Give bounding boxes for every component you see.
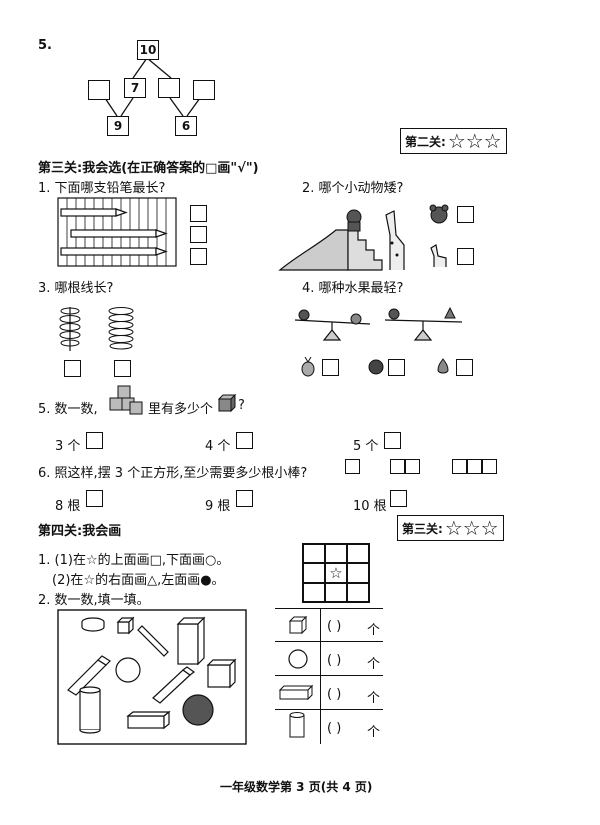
q3-5-option-b-label: 4 个 bbox=[205, 439, 231, 454]
count-blank-sphere[interactable]: ( ) bbox=[327, 653, 342, 668]
sphere-icon bbox=[288, 649, 308, 669]
cube-stack-icon bbox=[109, 385, 143, 415]
tree-far-right-box[interactable] bbox=[193, 80, 215, 100]
count-unit-sphere: 个 bbox=[367, 657, 381, 672]
q3-4-question: 4. 哪种水果最轻? bbox=[302, 281, 404, 296]
tree-lines bbox=[104, 57, 201, 117]
grid-cell[interactable] bbox=[325, 544, 347, 563]
count-blank-cuboid[interactable]: ( ) bbox=[327, 687, 342, 702]
slide-animals-illustration bbox=[278, 209, 405, 271]
giraffe-icon bbox=[430, 244, 447, 267]
q4-2-question: 2. 数一数,填一填。 bbox=[38, 593, 150, 608]
pineapple-icon bbox=[301, 356, 315, 377]
q3-5-option-a-checkbox[interactable] bbox=[86, 432, 103, 449]
three-squares-icon-c bbox=[482, 459, 497, 474]
q3-2-giraffe-checkbox[interactable] bbox=[457, 248, 474, 265]
q3-5-option-a-label: 3 个 bbox=[55, 439, 81, 454]
count-table: ( ) 个 ( ) 个 ( ) 个 ( ) 个 bbox=[275, 608, 383, 744]
q3-1-option-a-checkbox[interactable] bbox=[190, 205, 207, 222]
q3-6-option-c-label: 10 根 bbox=[353, 499, 387, 514]
q4-1-part2: (2)在☆的右面画△,左面画●。 bbox=[52, 573, 225, 588]
level2-badge-label: 第二关: bbox=[405, 134, 446, 149]
q3-6-question: 6. 照这样,摆 3 个正方形,至少需要多少根小棒? bbox=[38, 466, 308, 481]
q3-4-apple-checkbox[interactable] bbox=[388, 359, 405, 376]
pencils-illustration bbox=[57, 197, 177, 267]
q5-number: 5. bbox=[38, 38, 52, 53]
q3-3-option-a-checkbox[interactable] bbox=[64, 360, 81, 377]
level3-badge-label: 第三关: bbox=[402, 521, 443, 536]
tree-left-mid-box: 7 bbox=[124, 78, 146, 98]
section4-title: 第四关:我会画 bbox=[38, 524, 122, 539]
q3-5-option-b-checkbox[interactable] bbox=[236, 432, 253, 449]
bear-icon bbox=[429, 204, 449, 224]
level3-badge: 第三关: ☆☆☆ bbox=[397, 515, 504, 541]
q3-6-option-b-checkbox[interactable] bbox=[236, 490, 253, 507]
balance-scales-illustration bbox=[294, 306, 463, 341]
one-square-icon bbox=[345, 459, 360, 474]
q3-3-option-b-checkbox[interactable] bbox=[114, 360, 131, 377]
grid-cell[interactable] bbox=[347, 563, 369, 583]
q3-5-option-c-label: 5 个 bbox=[353, 439, 379, 454]
grid-cell[interactable] bbox=[325, 583, 347, 602]
pear-icon bbox=[437, 358, 449, 374]
single-cube-icon bbox=[217, 393, 237, 413]
grid-cell[interactable] bbox=[347, 544, 369, 563]
q3-5-prefix: 5. 数一数, bbox=[38, 402, 98, 417]
grid-cell[interactable] bbox=[303, 544, 325, 563]
two-squares-icon-b bbox=[405, 459, 420, 474]
q3-1-option-c-checkbox[interactable] bbox=[190, 248, 207, 265]
count-unit-cube: 个 bbox=[367, 623, 381, 638]
spool-b-icon bbox=[108, 307, 134, 350]
tree-bottom-right-box: 6 bbox=[175, 116, 197, 136]
q3-2-question: 2. 哪个小动物矮? bbox=[302, 181, 404, 196]
level2-badge: 第二关: ☆☆☆ bbox=[400, 128, 507, 154]
level2-stars-icon: ☆☆☆ bbox=[447, 129, 502, 153]
two-squares-icon-a bbox=[390, 459, 405, 474]
tree-far-left-box[interactable] bbox=[88, 80, 110, 100]
count-blank-cube[interactable]: ( ) bbox=[327, 619, 342, 634]
tree-top-box: 10 bbox=[137, 40, 159, 60]
q3-6-option-a-label: 8 根 bbox=[55, 499, 81, 514]
q4-1-part1: 1. (1)在☆的上面画□,下面画○。 bbox=[38, 553, 230, 568]
drawing-grid: ☆ bbox=[302, 543, 370, 603]
q3-1-question: 1. 下面哪支铅笔最长? bbox=[38, 181, 166, 196]
q3-6-option-c-checkbox[interactable] bbox=[390, 490, 407, 507]
q3-5-option-c-checkbox[interactable] bbox=[384, 432, 401, 449]
q3-5-end: ? bbox=[238, 398, 245, 413]
three-squares-icon-b bbox=[467, 459, 482, 474]
q3-6-option-b-label: 9 根 bbox=[205, 499, 231, 514]
q3-4-pear-checkbox[interactable] bbox=[456, 359, 473, 376]
grid-cell[interactable] bbox=[303, 563, 325, 583]
count-unit-cuboid: 个 bbox=[367, 691, 381, 706]
spool-a-icon bbox=[59, 307, 81, 351]
page-footer: 一年级数学第 3 页(共 4 页) bbox=[220, 780, 373, 794]
count-blank-cylinder[interactable]: ( ) bbox=[327, 721, 342, 736]
q3-3-question: 3. 哪根线长? bbox=[38, 281, 114, 296]
q3-1-option-b-checkbox[interactable] bbox=[190, 226, 207, 243]
three-squares-icon-a bbox=[452, 459, 467, 474]
level3-stars-icon: ☆☆☆ bbox=[444, 516, 499, 540]
cylinder-icon bbox=[289, 712, 305, 738]
q3-6-option-a-checkbox[interactable] bbox=[86, 490, 103, 507]
count-unit-cylinder: 个 bbox=[367, 725, 381, 740]
section3-title: 第三关:我会选(在正确答案的□画"√") bbox=[38, 161, 259, 176]
q3-4-pineapple-checkbox[interactable] bbox=[322, 359, 339, 376]
tree-right-mid-box[interactable] bbox=[158, 78, 180, 98]
tree-bottom-left-box: 9 bbox=[107, 116, 129, 136]
grid-cell[interactable] bbox=[347, 583, 369, 602]
solid-shapes-picture bbox=[57, 609, 247, 745]
q3-5-suffix: 里有多少个 bbox=[148, 402, 214, 417]
cuboid-icon bbox=[278, 684, 314, 701]
apple-icon bbox=[368, 359, 384, 375]
q3-2-bear-checkbox[interactable] bbox=[457, 206, 474, 223]
cube-icon bbox=[288, 615, 308, 635]
grid-cell[interactable] bbox=[303, 583, 325, 602]
star-icon: ☆ bbox=[325, 563, 347, 583]
